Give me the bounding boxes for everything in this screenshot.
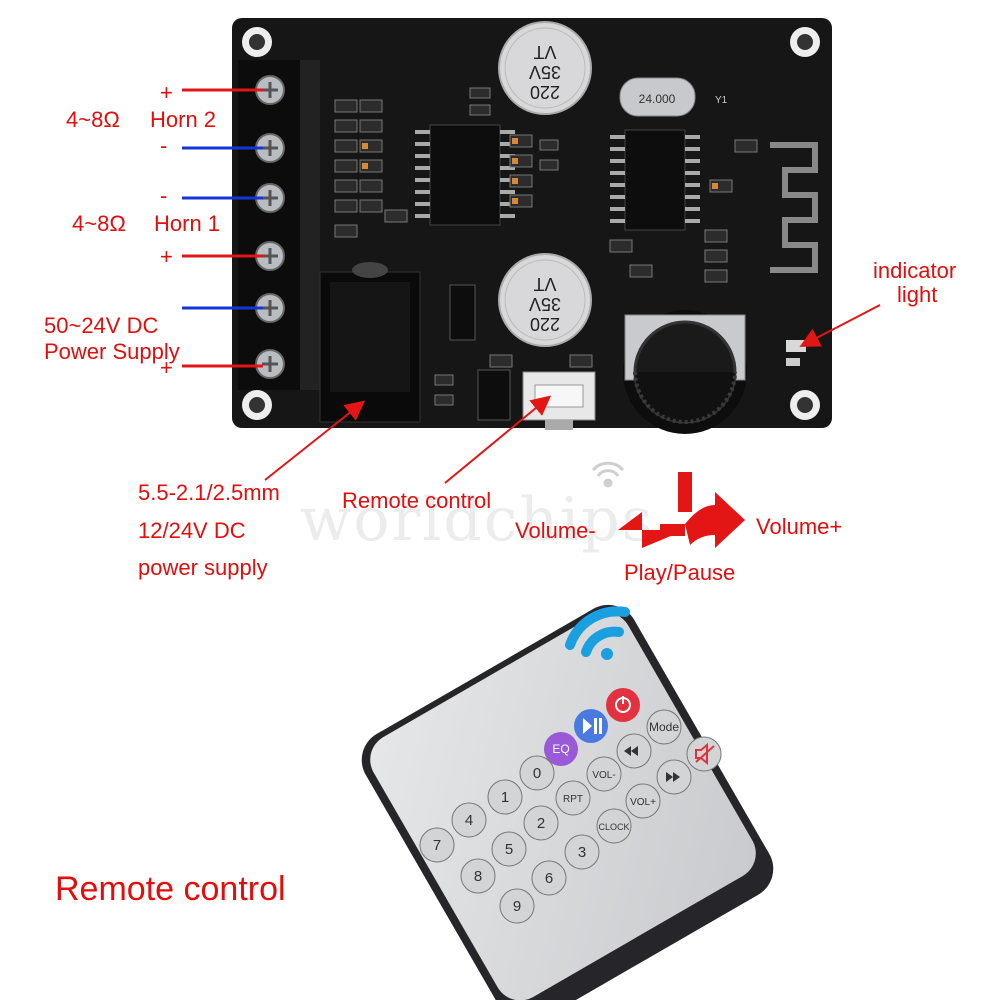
volume-down-label: Volume- [515,518,596,543]
capacitor-bottom: 220 35V VT [498,253,592,347]
smd-orange-components [362,138,718,204]
volume-up-arrow [685,492,745,548]
remote-btn-4: 4 [451,802,487,838]
horn2-impedance-label: 4~8Ω [66,107,120,132]
remote-buttons: Mode EQ 0 VOL- 1 [419,688,722,924]
power-plus-label: + [160,355,173,380]
svg-text:VT: VT [533,42,556,62]
horn1-plus-label: + [160,244,173,269]
remote-play-pause-button [574,709,608,743]
svg-text:220: 220 [530,82,560,102]
volume-down-arrow [618,512,685,548]
remote-rpt-button: RPT [555,780,591,816]
power-voltage-label: 50~24V DC [44,313,159,338]
svg-text:VOL-: VOL- [592,770,615,781]
remote-btn-5: 5 [491,831,527,867]
capacitor-top: 220 35V VT [498,21,592,115]
svg-text:VOL+: VOL+ [630,797,656,808]
svg-text:Mode: Mode [649,720,679,734]
svg-text:CLOCK: CLOCK [598,822,629,832]
jack-pointer [264,400,366,481]
remote-mute-button [686,736,722,772]
smd-components [334,87,758,406]
remote-btn-3: 3 [564,834,600,870]
svg-text:Y1: Y1 [715,95,728,106]
indicator-label-line2: light [897,282,938,307]
svg-text:24.000: 24.000 [639,92,676,106]
bluetooth-ic [610,129,700,231]
horn2-minus-label: - [160,133,168,158]
svg-text:4: 4 [465,812,473,829]
amplifier-board: 220 35V VT 220 35V VT 24.000 Y1 [232,18,832,434]
remote-btn-0: 0 [519,755,555,791]
svg-text:1: 1 [501,789,509,806]
mounting-holes [242,27,820,420]
horn2-plus-label: + [160,80,173,105]
encoder-arrows [618,472,745,548]
svg-text:6: 6 [545,870,553,887]
rotary-encoder [623,310,747,434]
play-pause-label: Play/Pause [624,560,736,585]
bluetooth-antenna [770,142,818,273]
diode [449,284,476,341]
svg-text:5: 5 [505,841,513,858]
remote-btn-6: 6 [531,860,567,896]
horn2-name-label: Horn 2 [150,107,217,132]
svg-text:3: 3 [578,844,586,861]
svg-text:220: 220 [530,314,560,334]
pointer-lines [264,304,881,484]
remote-vol-down-button: VOL- [586,756,622,792]
remote-btn-2: 2 [523,805,559,841]
wires [182,88,263,368]
volume-up-label: Volume+ [756,514,843,539]
power-supply-label: Power Supply [44,339,180,364]
indicator-pointer [799,304,881,347]
svg-text:RPT: RPT [563,794,583,805]
remote-port-pointer [444,395,552,484]
remote-btn-8: 8 [460,858,496,894]
remote-clock-button: CLOCK [596,808,632,844]
remote-btn-1: 1 [487,779,523,815]
remote-btn-7: 7 [419,827,455,863]
watermark-text: worldchips [300,485,655,555]
remote-next-button [656,759,692,795]
dc-power-jack [319,262,421,423]
crystal-oscillator: 24.000 Y1 [619,77,728,117]
remote-prev-button [616,733,652,769]
indicator-led [786,340,806,352]
jack-spec-label: 5.5-2.1/2.5mm [138,480,280,505]
wifi-large-icon [565,606,630,660]
horn1-minus-label: - [160,183,168,208]
remote-vol-up-button: VOL+ [625,783,661,819]
remote-eq-button: EQ [544,732,578,766]
amplifier-ic [415,124,515,226]
horn1-impedance-label: 4~8Ω [72,211,126,236]
remote-mode-button: Mode [646,709,682,745]
screw-terminal-block [238,60,320,390]
jack-voltage-label: 12/24V DC [138,518,246,543]
svg-text:0: 0 [533,765,541,782]
svg-text:7: 7 [433,837,441,854]
svg-text:VT: VT [533,274,556,294]
horn1-name-label: Horn 1 [154,211,221,236]
remote-power-button [606,688,640,722]
voltage-regulator [477,369,511,421]
remote-control-title: Remote control [55,870,286,908]
svg-text:35V: 35V [529,294,561,314]
remote-btn-9: 9 [499,888,535,924]
svg-text:35V: 35V [529,62,561,82]
svg-text:2: 2 [537,815,545,832]
svg-text:EQ: EQ [552,742,569,756]
press-arrow-stem [678,472,692,512]
jack-supply-label: power supply [138,555,268,580]
indicator-label-line1: indicator [873,258,957,283]
svg-text:9: 9 [513,898,521,915]
svg-text:8: 8 [474,868,482,885]
wifi-small-icon [591,461,625,488]
remote-port-label: Remote control [342,488,492,513]
